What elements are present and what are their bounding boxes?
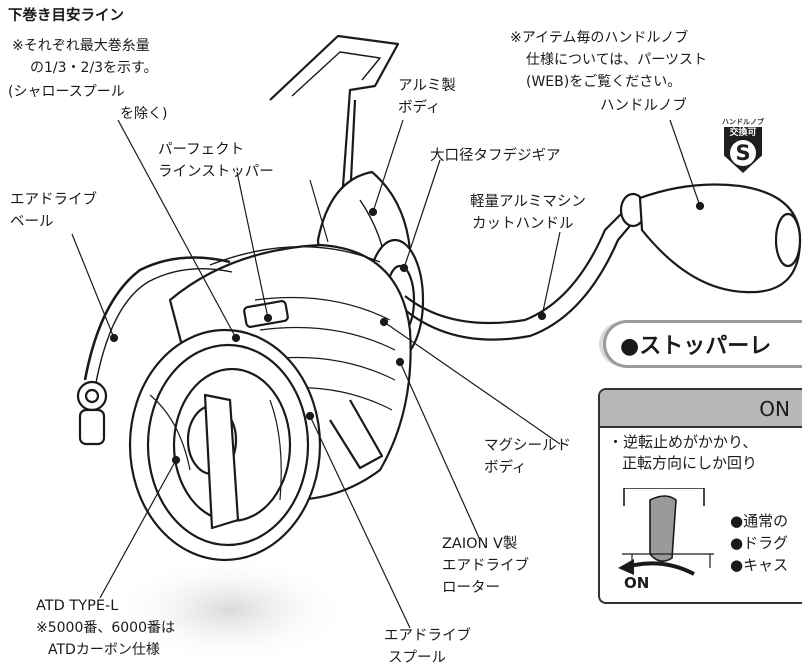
stopper-lever-icon <box>622 488 714 568</box>
underline-guide-note-4: を除く) <box>120 106 168 122</box>
underline-guide-label: 下巻き目安ライン <box>8 8 124 24</box>
mag-sealed-body-label-2: ボディ <box>484 460 527 476</box>
badge-letter: S <box>730 140 756 166</box>
on-panel-bullets: ●通常の ●ドラグ ●キャス <box>730 510 788 576</box>
badge-top-text: 交換可 <box>729 128 757 138</box>
handle-knob-note-2: 仕様については、パーツスト <box>526 52 708 68</box>
mag-sealed-body-label-1: マグシールド <box>484 438 571 454</box>
zaion-rotor-label-3: ローター <box>442 580 500 596</box>
badge-caption: ハンドルノブ <box>722 118 764 126</box>
on-desc-line-2: 正転方向にしか回り <box>622 454 758 472</box>
handle-knob-note-1: ※アイテム毎のハンドルノブ <box>510 30 689 46</box>
on-bullet-3: ●キャス <box>730 556 789 574</box>
air-drive-spool-label-1: エアドライブ <box>384 628 471 644</box>
aluminum-body-label-2: ボディ <box>398 100 441 116</box>
on-bullet-2: ●ドラグ <box>730 534 789 552</box>
aluminum-body-label-1: アルミ製 <box>398 78 456 94</box>
stopper-on-panel: ON ・逆転止めがかかり、 正転方向にしか回り ON ●通常の ●ドラグ ●キャ… <box>598 388 802 604</box>
air-drive-bail-label-1: エアドライブ <box>10 192 97 208</box>
zaion-rotor-label-1: ZAION V製 <box>442 536 518 552</box>
on-bullet-1: ●通常の <box>730 512 789 530</box>
air-drive-bail-label-2: ベール <box>10 214 54 230</box>
leader-lines <box>71 119 705 629</box>
machine-cut-handle-label-1: 軽量アルミマシン <box>470 194 586 210</box>
atd-note-1: ※5000番、6000番は <box>36 620 175 636</box>
on-panel-header: ON <box>600 390 802 428</box>
handle-knob-label: ハンドルノブ <box>600 98 687 114</box>
perfect-line-stopper-label-1: パーフェクト <box>158 142 245 158</box>
reel-body <box>76 34 802 562</box>
rotation-arrow-icon <box>618 559 695 576</box>
underline-guide-note-2: の1/3・2/3を示す。 <box>30 60 158 76</box>
air-drive-spool-label-2: スプール <box>388 650 446 666</box>
knob-exchangeable-badge: ハンドルノブ 交換可 S <box>720 118 766 176</box>
on-desc-line-1: ・逆転止めがかかり、 <box>608 433 758 451</box>
underline-guide-note-1: ※それぞれ最大巻糸量 <box>12 38 150 54</box>
on-panel-description: ・逆転止めがかかり、 正転方向にしか回り <box>608 432 757 474</box>
perfect-line-stopper-label-2: ラインストッパー <box>158 164 274 180</box>
atd-type-label: ATD TYPE-L <box>36 598 119 614</box>
zaion-rotor-label-2: エアドライブ <box>442 558 529 574</box>
on-arrow-label: ON <box>624 574 650 592</box>
shield-icon: 交換可 S <box>724 127 762 173</box>
ground-shadow <box>110 555 350 665</box>
underline-guide-note-3: (シャロースプール <box>8 84 125 100</box>
stopper-section-banner: ●ストッパーレ <box>603 320 802 368</box>
atd-note-2: ATDカーボン仕様 <box>48 642 160 658</box>
handle-knob-note-3: (WEB)をご覧ください。 <box>526 74 682 90</box>
tough-digigear-label: 大口径タフデジギア <box>430 148 561 164</box>
machine-cut-handle-label-2: カットハンドル <box>472 216 574 232</box>
